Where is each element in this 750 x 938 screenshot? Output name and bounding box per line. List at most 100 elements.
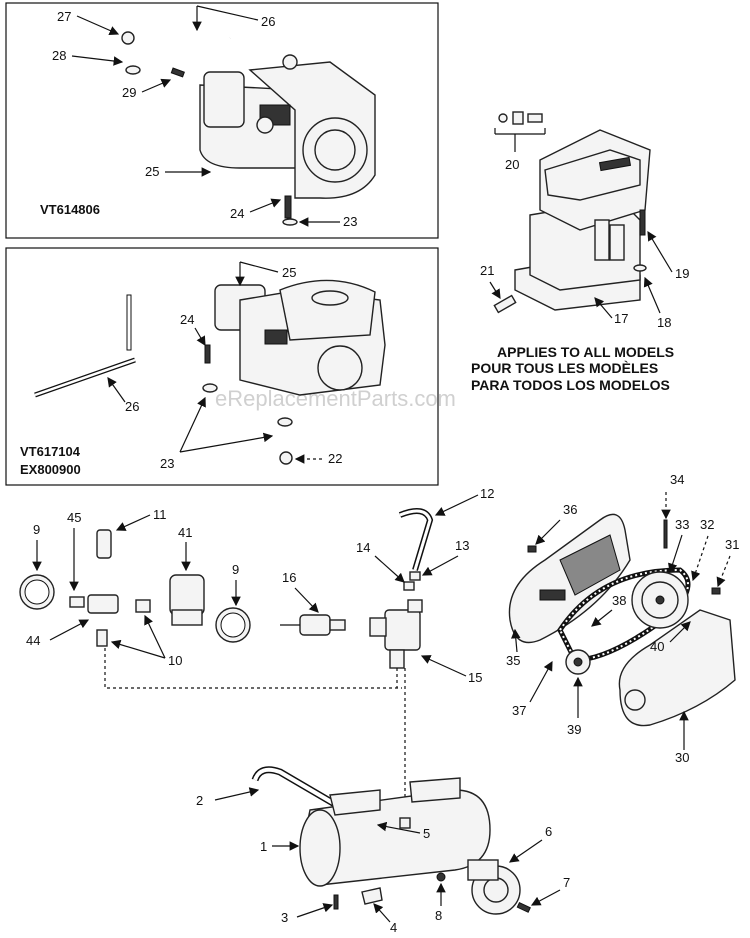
label-23-mid: 23 (160, 456, 174, 471)
pump-17 (514, 129, 651, 311)
part-23-washer-mid-a (202, 383, 218, 393)
label-31: 31 (725, 537, 739, 552)
pulley-39 (565, 649, 591, 675)
applies-en: APPLIES TO ALL MODELS (497, 344, 674, 360)
part-23-washer (282, 218, 298, 226)
model-vt614806: VT614806 (40, 202, 100, 217)
part-5-drain (399, 817, 411, 829)
part-20-fittings (498, 111, 543, 125)
label-45: 45 (67, 510, 81, 525)
label-15: 15 (468, 670, 482, 685)
part-36-screw (527, 545, 537, 553)
label-5: 5 (423, 826, 430, 841)
part-13-nut (409, 571, 421, 581)
fuel-line-26 (139, 36, 231, 74)
part-24-bolt-mid (204, 344, 211, 364)
label-12: 12 (480, 486, 494, 501)
label-38: 38 (612, 593, 626, 608)
part-34-screw (663, 519, 668, 549)
label-13: 13 (455, 538, 469, 553)
label-36: 36 (563, 502, 577, 517)
belt-guard-35 (508, 513, 631, 644)
panel-mid-frame (5, 247, 439, 486)
gauge-9-right (215, 607, 251, 643)
part-24-bolt (284, 195, 292, 219)
label-23-top: 23 (343, 214, 357, 229)
label-33: 33 (675, 517, 689, 532)
part-21-fitting (493, 294, 517, 314)
part-8-nut (436, 872, 446, 882)
part-27-nut (121, 31, 135, 45)
label-10: 10 (168, 653, 182, 668)
label-17: 17 (614, 311, 628, 326)
label-29: 29 (122, 85, 136, 100)
label-6: 6 (545, 824, 552, 839)
label-3: 3 (281, 910, 288, 925)
label-26-mid: 26 (125, 399, 139, 414)
label-25-mid: 25 (282, 265, 296, 280)
label-34: 34 (670, 472, 684, 487)
wheel-6 (467, 859, 521, 915)
label-1: 1 (260, 839, 267, 854)
label-32: 32 (700, 517, 714, 532)
label-39: 39 (567, 722, 581, 737)
label-25-top: 25 (145, 164, 159, 179)
label-30: 30 (675, 750, 689, 765)
check-valve-15 (369, 599, 423, 669)
label-24-top: 24 (230, 206, 244, 221)
label-21: 21 (480, 263, 494, 278)
engine-vt614806 (199, 54, 376, 199)
label-37: 37 (512, 703, 526, 718)
dash-manifold-to-tank (104, 648, 402, 689)
manifold-44 (69, 594, 151, 614)
panel-top-frame (5, 2, 439, 239)
label-26-top: 26 (261, 14, 275, 29)
model-ex800900: EX800900 (20, 462, 81, 477)
part-3-screw (333, 894, 339, 910)
part-10-fitting (96, 629, 108, 647)
regulator-41 (169, 574, 205, 626)
part-12-tube (398, 508, 434, 571)
part-23-washer-mid-b (277, 417, 293, 427)
part-31-screw (711, 587, 721, 595)
part-11-valve (96, 529, 112, 559)
label-11: 11 (153, 507, 167, 522)
bracket-right (409, 777, 461, 803)
switch-16 (280, 614, 346, 636)
part-7-axle (516, 901, 531, 913)
label-28: 28 (52, 48, 66, 63)
label-8: 8 (435, 908, 442, 923)
label-2: 2 (196, 793, 203, 808)
applies-es: PARA TODOS LOS MODELOS (471, 377, 670, 393)
label-40: 40 (650, 639, 664, 654)
model-vt617104: VT617104 (20, 444, 81, 459)
bracket-left (329, 789, 381, 816)
label-4: 4 (390, 920, 397, 935)
flywheel-33 (631, 571, 689, 629)
label-41: 41 (178, 525, 192, 540)
label-7: 7 (563, 875, 570, 890)
belt-guard-back-30 (618, 609, 736, 727)
part-19-bolt (639, 209, 646, 236)
label-9-right: 9 (232, 562, 239, 577)
handle-2 (251, 766, 347, 814)
part-22-nut (279, 451, 293, 465)
label-35: 35 (506, 653, 520, 668)
engine-vt617104 (214, 279, 386, 396)
applies-fr: POUR TOUS LES MODÈLES (471, 360, 658, 376)
label-14: 14 (356, 540, 370, 555)
part-28-washer (125, 65, 141, 75)
part-18-washer (633, 264, 647, 272)
label-18: 18 (657, 315, 671, 330)
part-29-pin (170, 67, 185, 78)
label-44: 44 (26, 633, 40, 648)
label-22: 22 (328, 451, 342, 466)
label-19: 19 (675, 266, 689, 281)
label-9-left: 9 (33, 522, 40, 537)
part-4-foot (361, 887, 383, 905)
label-16: 16 (282, 570, 296, 585)
fuel-line-26-mid (34, 294, 136, 398)
label-20: 20 (505, 157, 519, 172)
label-24-mid: 24 (180, 312, 194, 327)
